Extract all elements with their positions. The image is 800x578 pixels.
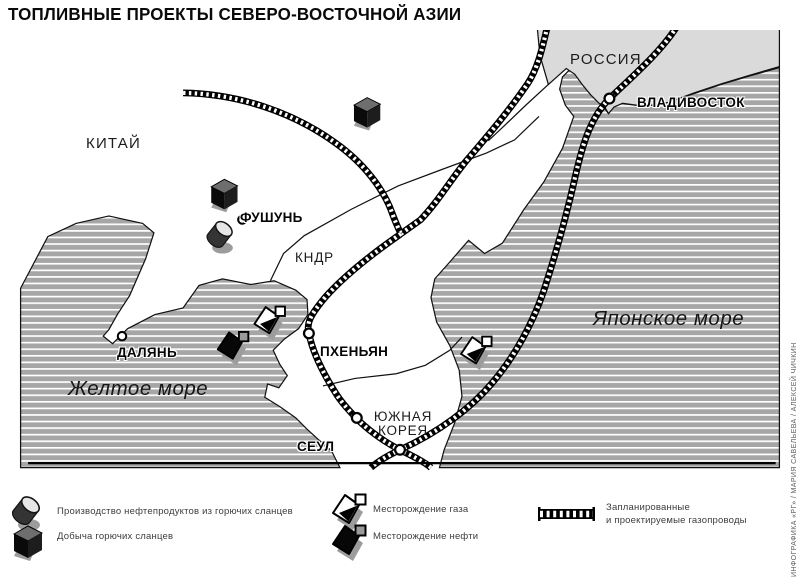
city-label-fushun: ФУШУНЬ: [240, 210, 303, 225]
legend-label-oil-shale-products: Производство нефтепродуктов из горючих с…: [57, 506, 293, 517]
map-svg: [19, 30, 781, 471]
city-label-seoul: СЕУЛ: [297, 439, 335, 454]
city-label-pyongyang: ПХЕНЬЯН: [320, 344, 389, 359]
credit-byline: ИНФОГРАФИКА «РГ» / МАРИЯ САВЕЛЬЕВА / АЛЕ…: [790, 298, 799, 578]
city-marker-seoul: [350, 411, 363, 424]
border-china-nkorea: [269, 115, 540, 282]
legend-label-pipeline-line1: Запланированные: [606, 502, 690, 513]
russia-landmass: [536, 30, 781, 115]
country-label-russia: РОССИЯ: [570, 51, 642, 68]
country-label-china: КИТАЙ: [86, 135, 141, 152]
city-marker-vladivostok: [603, 92, 616, 105]
city-label-vladivostok: ВЛАДИВОСТОК: [637, 95, 745, 110]
gas-pipeline-china-loop: [182, 89, 404, 236]
oil-field-icon: [332, 524, 367, 562]
legend-label-oil-shale-mining: Добыча горючих сланцев: [57, 531, 174, 542]
city-marker-dalian: [116, 330, 128, 342]
sea-label-sea-of-japan: Японское море: [593, 307, 745, 330]
city-marker-fushun: [237, 214, 248, 225]
legend-label-gas-field: Месторождение газа: [373, 504, 469, 515]
country-label-nkorea: КНДР: [295, 250, 334, 265]
country-label-skorea-line2: КОРЕЯ: [378, 423, 428, 439]
gas-pipeline-russia-inland: [398, 30, 551, 237]
border-russia-china: [487, 84, 549, 142]
legend-label-oil-field: Месторождение нефти: [373, 531, 479, 542]
sea-label-yellow-sea: Желтое море: [68, 377, 209, 400]
oil-shale-mining-icon: [13, 525, 43, 562]
city-marker-pyongyang: [302, 327, 315, 340]
page-title: ТОПЛИВНЫЕ ПРОЕКТЫ СЕВЕРО-ВОСТОЧНОЙ АЗИИ: [8, 4, 462, 24]
border-nkorea-skorea: [322, 336, 463, 387]
legend-label-pipeline-line2: и проектируемые газопроводы: [606, 515, 747, 526]
city-label-dalian: ДАЛЯНЬ: [117, 345, 177, 360]
map-bottom-border: [28, 462, 776, 465]
pipeline-icon: [538, 507, 595, 521]
yellow-sea-area: [19, 215, 341, 469]
pipeline-junction-marker: [393, 443, 407, 456]
country-label-skorea: ЮЖНАЯ КОРЕЯ: [370, 409, 436, 439]
country-label-skorea-line1: ЮЖНАЯ: [373, 409, 433, 424]
